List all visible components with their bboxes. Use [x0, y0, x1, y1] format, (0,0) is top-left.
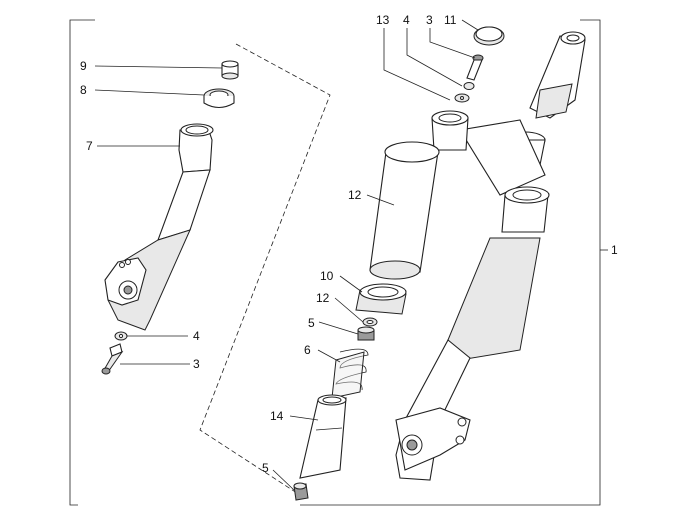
dust-cap-part9	[221, 60, 239, 80]
label-part-11: 11	[444, 13, 457, 27]
leader-lines	[94, 19, 479, 491]
nut-part5-upper	[357, 326, 375, 341]
label-part-5-lower: 5	[262, 461, 269, 475]
cover-tube-part12	[369, 141, 440, 280]
washer-left-part4	[114, 331, 128, 341]
nut-part5-lower	[293, 482, 309, 501]
label-part-10: 10	[320, 269, 334, 283]
bolt-top-part3	[466, 54, 484, 81]
washer-top-part13	[454, 93, 470, 103]
assembly-bracket	[69, 19, 608, 506]
label-part-4-left: 4	[193, 329, 200, 343]
label-part-3-top: 3	[426, 13, 433, 27]
fork-assembly	[395, 31, 586, 481]
label-part-1: 1	[611, 243, 618, 257]
label-part-12-upper: 12	[348, 188, 362, 202]
label-part-14: 14	[270, 409, 284, 423]
seal-ring-part8	[203, 88, 235, 109]
ring-part12-lower	[362, 317, 378, 327]
label-part-9: 9	[80, 59, 87, 73]
exploded-zone-outline	[199, 43, 331, 496]
bolt-left-part3	[101, 343, 124, 375]
label-part-4-top: 4	[403, 13, 410, 27]
bushing-part10	[355, 283, 407, 315]
label-part-3-left: 3	[193, 357, 200, 371]
label-part-6: 6	[304, 343, 311, 357]
label-part-8: 8	[80, 83, 87, 97]
label-part-13: 13	[376, 13, 390, 27]
label-part-7: 7	[86, 139, 93, 153]
washer-top-part4	[463, 82, 475, 90]
left-fork-leg	[104, 123, 214, 331]
part-labels: 1 9 8 7 4 3 13 4 3 11 12 10 12 5 6 14 5	[80, 13, 618, 475]
spring-part6	[331, 348, 369, 399]
label-part-5-upper: 5	[308, 316, 315, 330]
plug-part11	[473, 26, 505, 46]
label-part-12-lower: 12	[316, 291, 330, 305]
damper-tube-part14	[299, 394, 347, 479]
